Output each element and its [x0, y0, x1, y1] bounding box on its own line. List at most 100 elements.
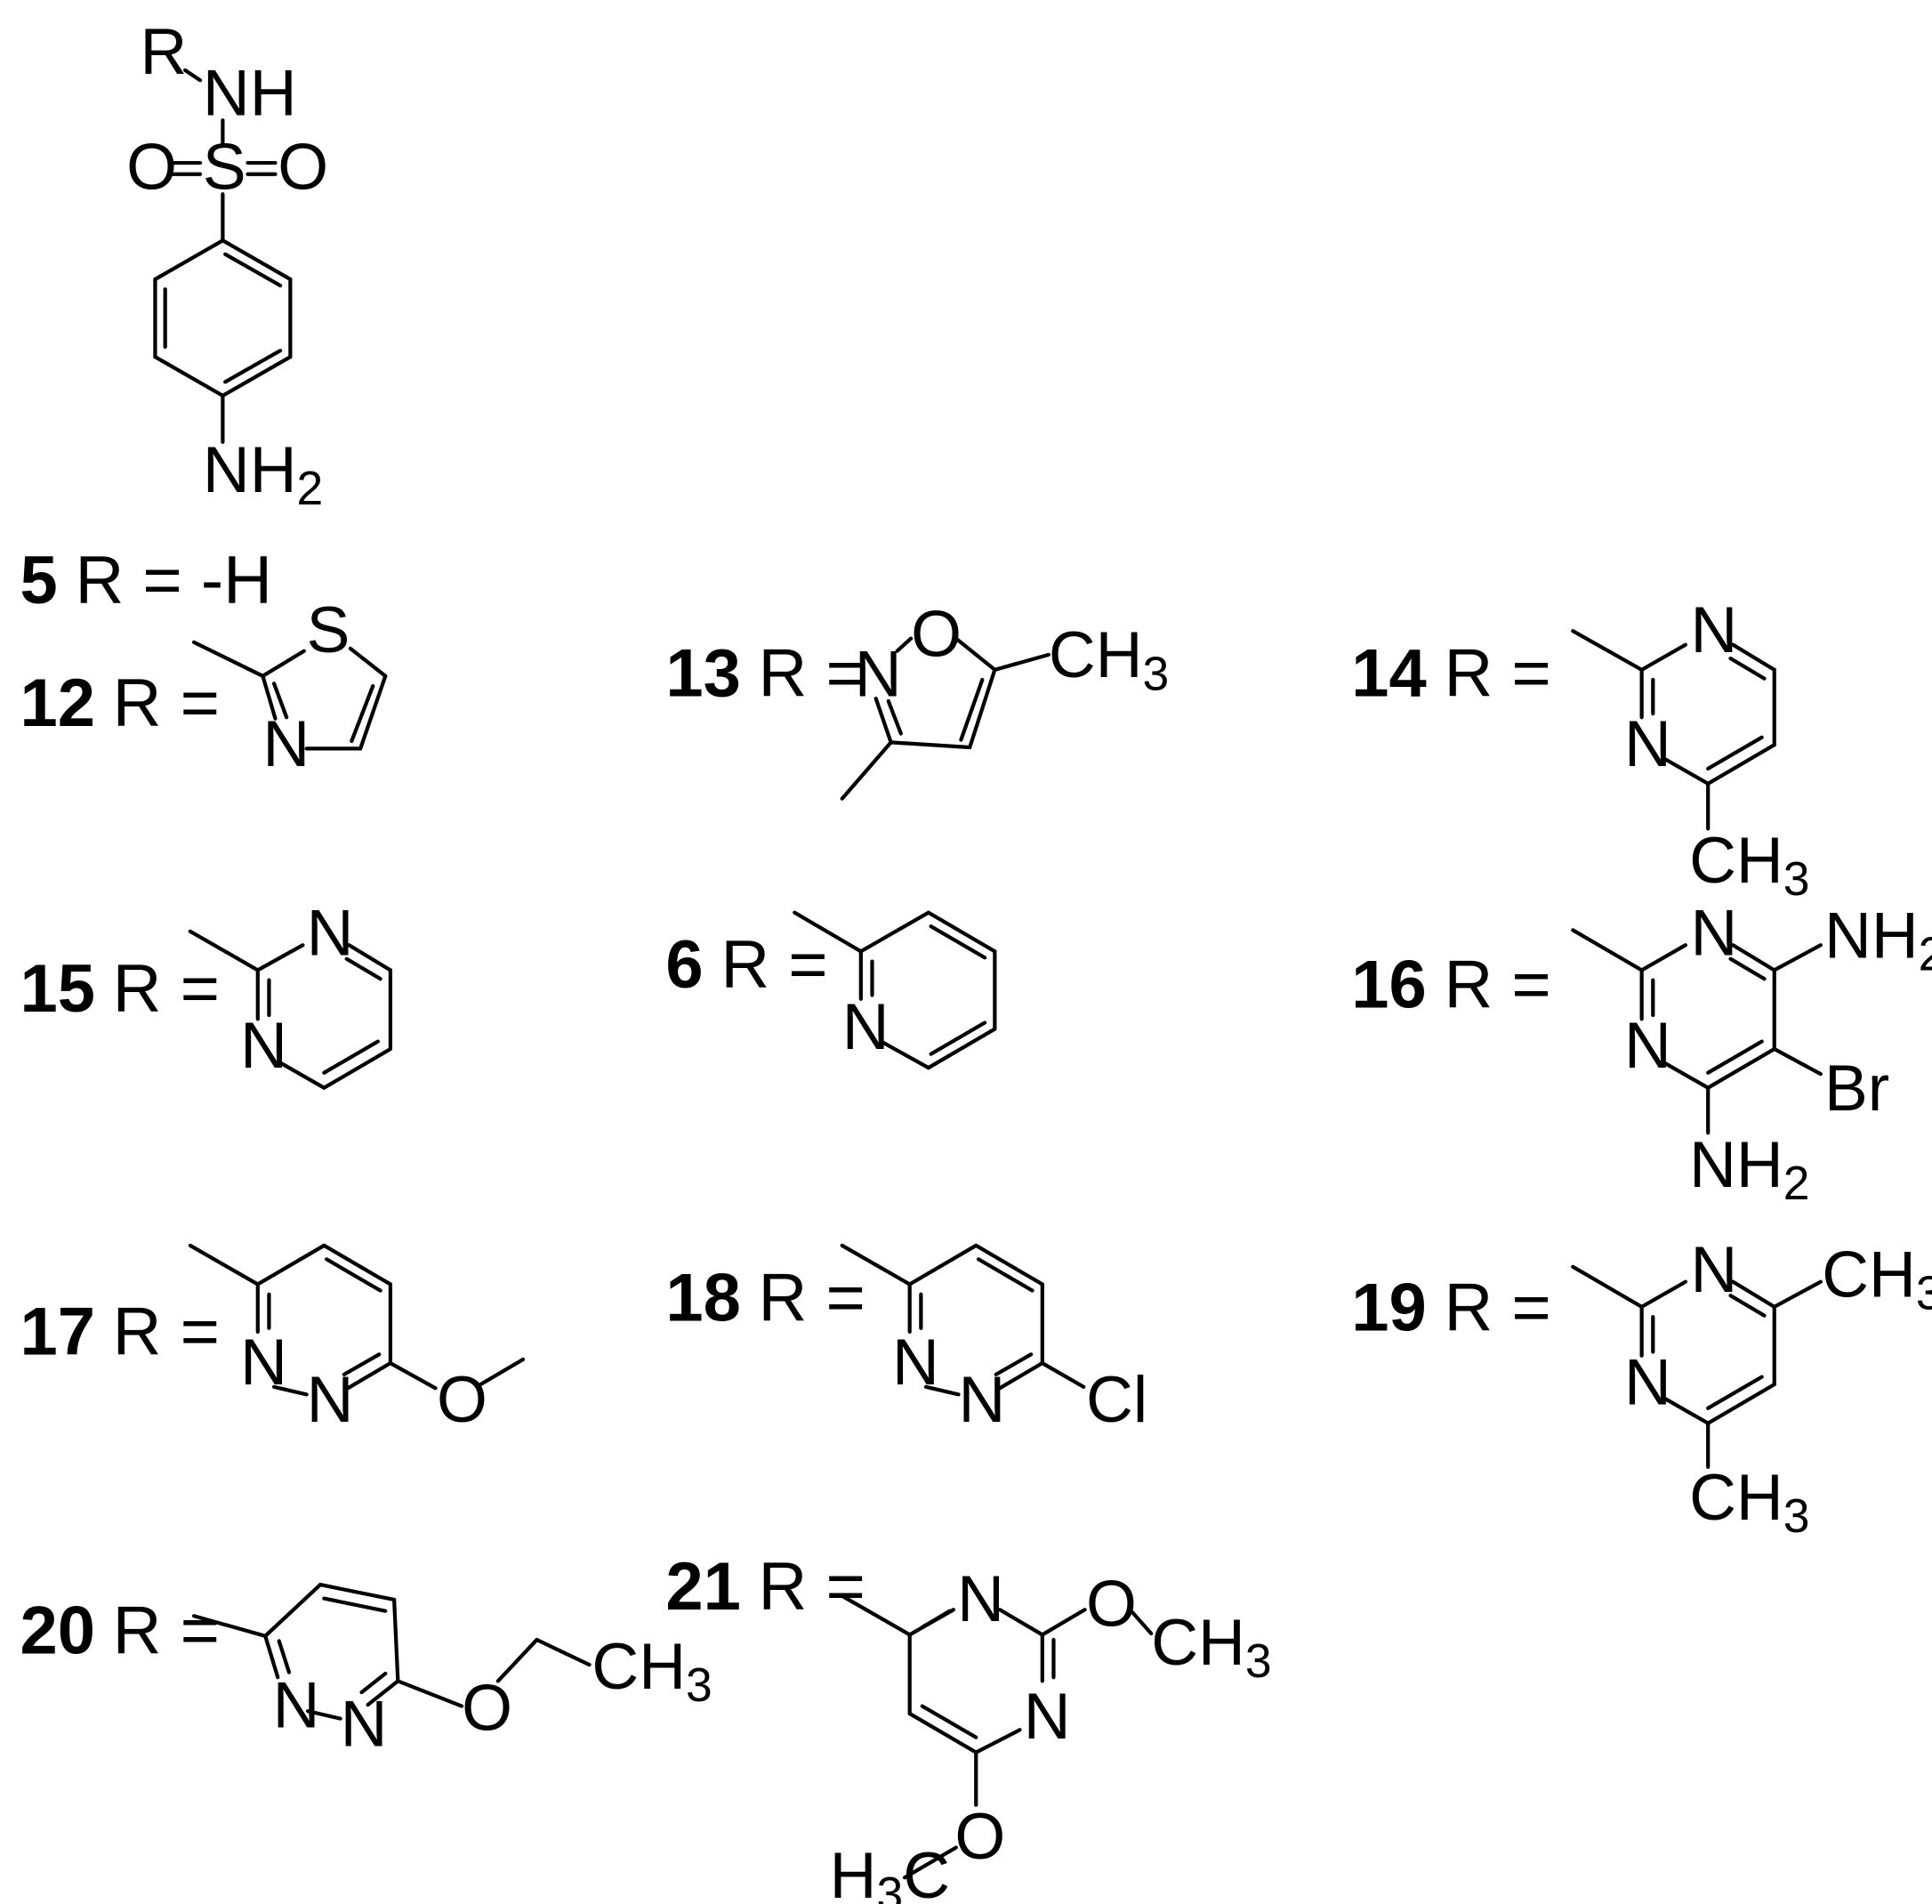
bond	[322, 1243, 393, 1287]
sulfur-label: S	[203, 131, 246, 204]
bond	[188, 929, 260, 972]
nitrogen-atom: N	[1691, 593, 1738, 666]
bond	[1772, 943, 1823, 972]
bond	[920, 1609, 952, 1630]
bond	[929, 1021, 987, 1056]
bond	[325, 1257, 382, 1293]
bond	[322, 1046, 393, 1090]
bond	[907, 1243, 978, 1287]
bond	[322, 1039, 380, 1075]
oxygen-atom: O	[437, 1363, 487, 1436]
bond	[358, 674, 388, 751]
bond	[344, 956, 382, 981]
bond	[1571, 1264, 1644, 1309]
methyl-group: CH3	[1049, 618, 1169, 700]
substituent-15-pyrimidine: N N	[188, 897, 393, 1090]
bond	[1040, 1608, 1087, 1637]
bond	[1639, 642, 1687, 672]
bond	[920, 1704, 978, 1739]
bond	[997, 1608, 1044, 1637]
bond	[974, 1728, 1022, 1755]
bond	[223, 252, 283, 288]
bond	[318, 1582, 397, 1602]
bond	[191, 1614, 268, 1638]
benzene-ring	[153, 238, 293, 399]
bond	[1731, 1279, 1776, 1309]
bond	[392, 1597, 400, 1683]
oxygen-atom: O	[911, 597, 962, 670]
bond	[895, 636, 914, 653]
bond	[993, 652, 1051, 672]
bond	[881, 1040, 930, 1070]
bond	[976, 1257, 1034, 1293]
substituent-16-pyrimidine: N NH2 Br N NH2	[1571, 897, 1932, 1210]
bond	[359, 1671, 388, 1695]
nitrogen-atom: N	[240, 1326, 287, 1399]
bond	[929, 924, 987, 960]
nitrogen-atom: N	[892, 1326, 939, 1399]
amine-label: NH2	[203, 433, 323, 515]
bond	[1728, 956, 1767, 981]
nitrogen-atom: N	[341, 1688, 388, 1761]
substituent-12-thiazole: S N	[191, 593, 388, 780]
bond	[396, 1679, 464, 1708]
bond	[907, 1711, 978, 1755]
oxygen-right-label: O	[278, 131, 328, 204]
bond	[1662, 756, 1711, 786]
bond	[1731, 642, 1776, 672]
bond	[479, 1357, 526, 1387]
bond	[263, 1582, 323, 1638]
bond	[278, 1061, 326, 1090]
bond	[873, 697, 893, 745]
bond	[840, 1243, 912, 1287]
bond	[495, 1637, 539, 1683]
bond	[974, 1243, 1044, 1287]
bond	[1040, 1361, 1086, 1389]
bond	[1706, 1039, 1764, 1075]
sulfur-atom: S	[307, 593, 350, 666]
bond	[923, 1384, 961, 1397]
bromine-atom: Br	[1824, 1052, 1889, 1125]
bond	[959, 677, 985, 742]
bond	[535, 1637, 592, 1667]
nh-label: NH	[203, 57, 297, 130]
oxygen-left-label: O	[126, 131, 177, 204]
amine-group: NH2	[1689, 1128, 1809, 1210]
bond	[1706, 1382, 1776, 1425]
bond	[886, 698, 903, 736]
bond	[366, 1679, 400, 1707]
nitrogen-atom: N	[262, 707, 310, 780]
bond	[793, 910, 863, 954]
bond	[954, 636, 997, 672]
bond	[926, 1027, 997, 1070]
oxygen-atom: O	[954, 1800, 1005, 1873]
bond	[342, 1352, 382, 1376]
bond	[1571, 928, 1644, 972]
nitrogen-atom: N	[240, 1009, 287, 1082]
nitrogen-atom: N	[1624, 707, 1671, 780]
bond	[350, 683, 375, 744]
substituent-13-isoxazole: N O CH3	[840, 597, 1169, 801]
substituent-20-pyridazine: N N O CH3	[191, 1582, 712, 1761]
bond	[1706, 743, 1776, 786]
amine-group: NH2	[1824, 899, 1932, 980]
bond	[1639, 943, 1687, 972]
bond	[997, 1361, 1044, 1391]
bond	[255, 1243, 326, 1287]
bond	[1662, 1396, 1711, 1425]
bond	[322, 1596, 388, 1613]
bond	[1706, 1375, 1764, 1410]
substituent-6-pyridine: N	[793, 910, 997, 1070]
bond	[183, 68, 203, 83]
bond	[255, 943, 305, 972]
nitrogen-atom: N	[842, 990, 890, 1063]
bond	[1662, 1061, 1711, 1090]
bond	[1571, 629, 1644, 672]
bond	[858, 910, 930, 954]
nitrogen-atom: N	[1691, 897, 1738, 970]
substituent-21-pyrimidine: N O CH3 N O H3C	[830, 1562, 1272, 1904]
